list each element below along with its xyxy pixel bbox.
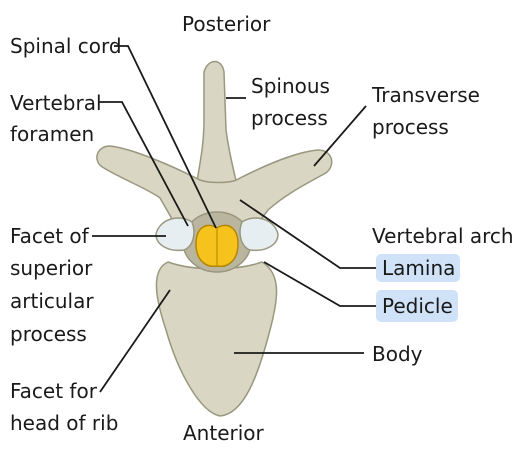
spinal-cord-label: Spinal cord bbox=[10, 34, 122, 58]
vertebral-foramen-label-2: foramen bbox=[10, 122, 94, 146]
facet-rib-leader bbox=[100, 290, 170, 392]
vertebral-body-shape bbox=[156, 262, 276, 416]
spinous-process-label-1: Spinous bbox=[251, 74, 330, 98]
facet-superior-label-2: superior bbox=[10, 256, 93, 280]
transverse-process-label-2: process bbox=[372, 115, 449, 139]
transverse-process-label-1: Transverse bbox=[371, 83, 480, 107]
body-label: Body bbox=[372, 342, 423, 366]
posterior-label: Posterior bbox=[182, 12, 271, 36]
spinous-process-label-2: process bbox=[251, 106, 328, 130]
facet-superior-label-4: process bbox=[10, 322, 87, 346]
facet-rib-label-1: Facet for bbox=[10, 379, 98, 403]
facet-superior-label-1: Facet of bbox=[10, 224, 90, 248]
facet-superior-label-3: articular bbox=[10, 289, 94, 313]
lamina-label: Lamina bbox=[382, 256, 455, 280]
vertebral-arch-label: Vertebral arch: bbox=[372, 224, 514, 248]
vertebral-foramen-label-1: Vertebral bbox=[10, 91, 102, 115]
anterior-label: Anterior bbox=[183, 421, 265, 445]
facet-rib-label-2: head of rib bbox=[10, 411, 118, 435]
left-facet-shape bbox=[156, 218, 194, 250]
spinous-process-shape bbox=[196, 62, 238, 191]
pedicle-label: Pedicle bbox=[382, 294, 453, 318]
